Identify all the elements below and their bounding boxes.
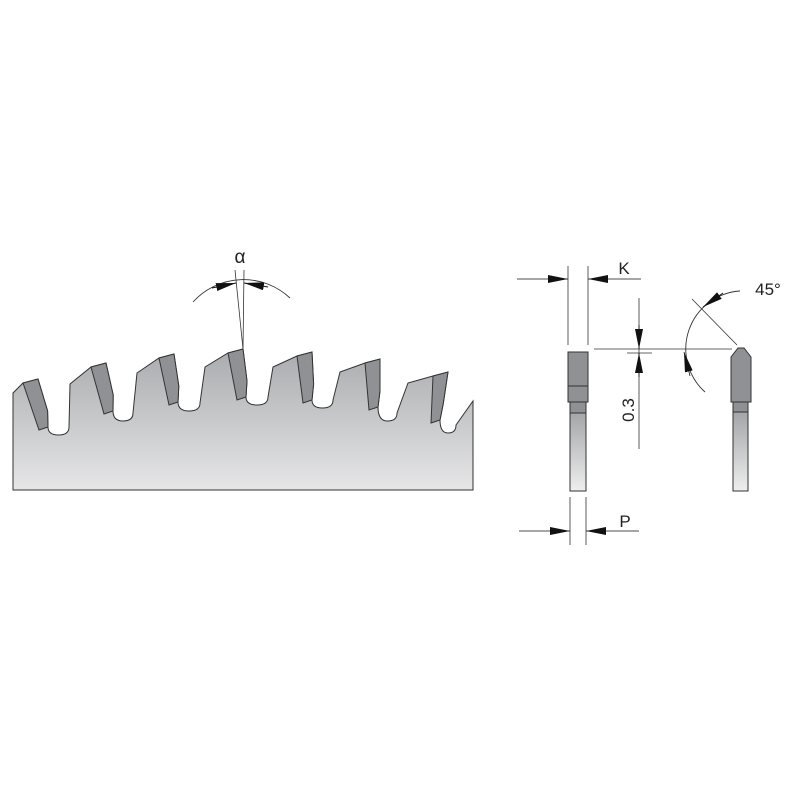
kerf-label: K — [618, 259, 630, 278]
angle-line-right — [242, 269, 245, 350]
carbide-tooth-2 — [90, 362, 114, 415]
carbide-tip-chamfered — [730, 347, 752, 403]
tooth-section-flat — [567, 351, 589, 492]
carbide-tip-flat — [567, 351, 589, 403]
kerf-dimension: K — [517, 259, 641, 345]
angle-line-left — [234, 269, 244, 350]
tooth-section-chamfered — [730, 347, 752, 492]
arrow-right-icon — [211, 282, 237, 291]
plate-shank — [569, 401, 587, 492]
plate-shank — [732, 401, 749, 492]
carbide-tooth-1 — [22, 378, 49, 431]
plate-label: P — [619, 512, 630, 531]
arrow-up-icon — [683, 351, 693, 377]
angle-arc — [192, 279, 291, 303]
carbide-tooth-4 — [227, 348, 248, 401]
carbide-tooth-6 — [364, 358, 381, 411]
carbide-tooth-5 — [296, 351, 315, 404]
rake-angle-dimension: α — [192, 247, 291, 350]
carbide-tooth-3 — [158, 353, 180, 406]
plate-dimension: P — [519, 497, 639, 545]
plate-neck — [732, 401, 749, 413]
chamfer-angle-dimension: 45° — [683, 280, 781, 393]
angle-label: α — [235, 247, 246, 268]
blade-profile — [12, 348, 474, 491]
chamfer-arc — [685, 290, 741, 393]
chamfer-label: 45° — [755, 280, 781, 299]
plate-neck — [569, 401, 587, 414]
offset-dimension: 0.3 — [594, 298, 732, 449]
arrow-icon — [702, 292, 724, 308]
carbide-teeth — [22, 348, 449, 431]
arrow-left-icon — [243, 282, 269, 291]
offset-label: 0.3 — [619, 398, 638, 422]
carbide-tooth-7 — [430, 371, 449, 424]
